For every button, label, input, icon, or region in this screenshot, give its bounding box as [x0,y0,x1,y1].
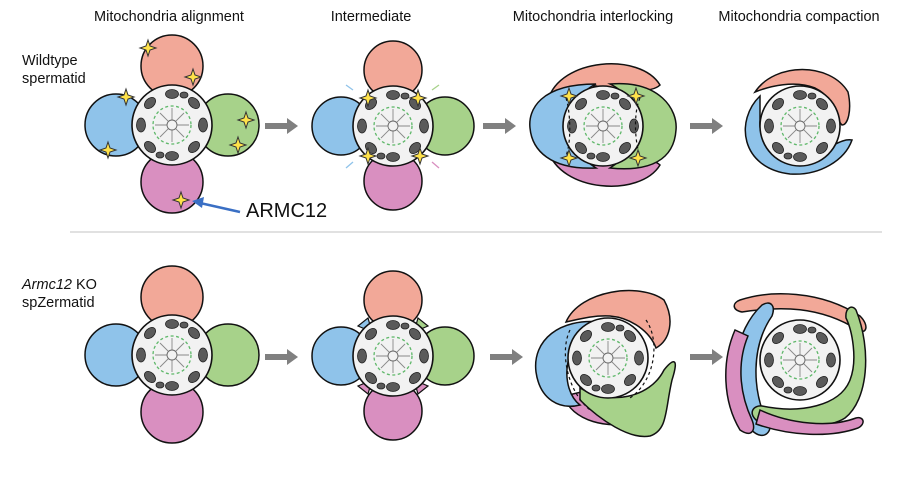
wt-intermediate [311,40,475,211]
mito-right [751,306,867,428]
axoneme-core [131,314,213,396]
stage-arrow-icon [690,349,723,365]
wt-alignment [84,34,260,214]
axoneme-core [131,84,213,166]
ko-interlocking [534,289,676,438]
wt-compaction [744,68,854,175]
mito-right [579,361,676,438]
row-label-knockout: Armc12 KO spZermatid [22,276,97,312]
callout-arrow [192,197,241,214]
stage-arrow-icon [265,349,298,365]
axoneme-core [562,85,644,167]
ko-suffix: KO [71,277,97,293]
stage-title-alignment: Mitochondria alignment [94,9,244,25]
row-label-wildtype-line1: Wildtype [22,53,78,69]
axoneme-core [352,315,434,397]
row-label-knockout-line1: Armc12 KO [22,276,97,294]
stage-arrow-icon [265,118,298,134]
armc12-label: ARMC12 [246,200,328,222]
stage-title-intermediate: Intermediate [330,9,412,25]
mito-bottom [755,408,864,436]
axoneme-core [759,319,841,401]
mito-bottom [725,328,755,434]
row-label-knockout-line2: spZermatid [22,295,95,311]
axoneme-core [759,85,841,167]
wt-interlocking [529,63,677,187]
row-label-wildtype-line2: spermatid [22,71,86,87]
stage-title-interlocking: Mitochondria interlocking [512,9,674,25]
stage-arrow-icon [490,349,523,365]
stage-arrow-icon [483,118,516,134]
stage-title-compaction: Mitochondria compaction [718,9,880,25]
axoneme-core [567,317,649,399]
mito-top [753,68,851,126]
row-label-wildtype: Wildtype spermatid [22,52,86,88]
mito-top [564,289,671,350]
ko-alignment [84,265,260,444]
ko-intermediate [311,270,475,441]
ko-compaction [725,293,867,436]
gene-name: Armc12 [22,277,72,293]
stage-arrow-icon [690,118,723,134]
